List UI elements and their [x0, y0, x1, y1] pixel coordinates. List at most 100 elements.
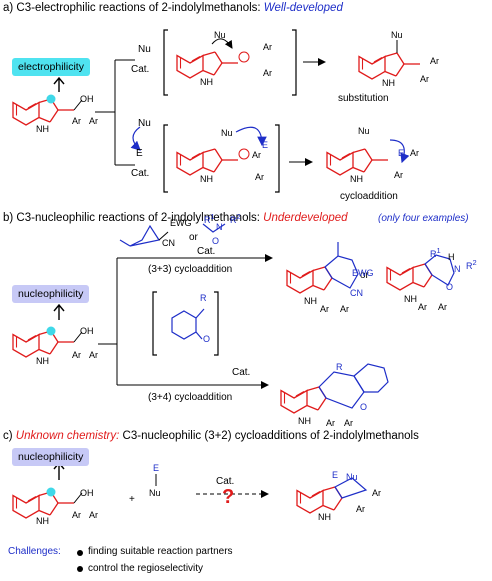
atom-ar: Ar [263, 42, 272, 52]
catalyst-label-b2: Cat. [232, 367, 251, 378]
atom-nh: NH [36, 356, 49, 366]
atom-ar: Ar [72, 116, 81, 126]
atom-ar: Ar [320, 304, 329, 314]
section-c-header: c) Unknown chemistry: C3-nucleophilic (3… [3, 430, 419, 442]
substitution-product [358, 40, 420, 80]
atom-ar: Ar [89, 116, 98, 126]
reaction-3plus3-label: (3+3) cycloaddition [148, 264, 233, 275]
challenge-item-2: control the regioselectivity [88, 563, 204, 574]
substitution-caption: substitution [338, 93, 389, 104]
atom-nu: Nu [358, 126, 370, 136]
atom-nh: NH [350, 174, 363, 184]
cycloaddition-caption: cycloaddition [340, 191, 398, 202]
atom-ar: Ar [438, 302, 447, 312]
atom-ar: Ar [89, 350, 98, 360]
or-label-1: or [189, 232, 198, 243]
reagent-nu: Nu [149, 488, 161, 498]
catalyst-label-b1: Cat. [197, 246, 216, 257]
atom-nh: NH [36, 516, 49, 526]
atom-r2: R2 [230, 212, 241, 225]
section-a [12, 29, 420, 193]
product-3plus4 [280, 363, 389, 414]
atom-e: E [398, 148, 405, 158]
atom-r2: R2 [466, 258, 477, 271]
bullet-1 [77, 550, 83, 556]
atom-ar: Ar [340, 304, 349, 314]
vinyl-cyclopropane [119, 224, 169, 247]
atom-r: R [200, 293, 207, 303]
catalyst-label-top: Cat. [131, 64, 150, 75]
reagent-nu-bottom: Nu [138, 118, 151, 129]
atom-n: N [454, 264, 461, 274]
c3-highlight-dot [46, 94, 56, 104]
section-b-header: b) C3-nucleophilic reactions of 2-indoly… [3, 212, 348, 224]
carbocation-intermediate-top [176, 51, 250, 79]
atom-ar: Ar [410, 148, 419, 158]
nitrone [202, 223, 226, 233]
nucleophilicity-badge-b: nucleophilicity [12, 285, 90, 303]
atom-oh: OH [80, 326, 94, 336]
indolylmethanol-a [12, 94, 83, 126]
section-a-label: a) C3-electrophilic reactions of 2-indol… [3, 2, 261, 14]
atom-n: N [216, 222, 223, 232]
electrophilicity-badge: electrophilicity [12, 58, 90, 76]
section-c-label: C3-nucleophilic (3+2) cycloadditions of … [122, 430, 419, 442]
atom-nh: NH [382, 78, 395, 88]
atom-ar: Ar [326, 418, 335, 428]
atom-oh: OH [80, 488, 94, 498]
atom-e: E [332, 470, 339, 480]
atom-nu: Nu [346, 472, 358, 482]
catalyst-label-bottom: Cat. [131, 168, 150, 179]
section-b-label: b) C3-nucleophilic reactions of 2-indoly… [3, 212, 260, 224]
section-c-emphasis: Unknown chemistry: [15, 430, 120, 442]
atom-nh: NH [318, 512, 331, 522]
atom-r1: R1 [430, 246, 441, 259]
cycloaddition-product-a [326, 139, 410, 176]
reagent-e: E [153, 463, 160, 473]
atom-nh: NH [298, 416, 311, 426]
bullet-2 [77, 566, 83, 572]
atom-nh: NH [36, 124, 49, 134]
section-c-prefix: c) [3, 430, 13, 442]
section-a-emphasis: Well-developed [263, 2, 343, 14]
atom-ar: Ar [72, 350, 81, 360]
atom-ar: Ar [89, 510, 98, 520]
atom-ar: Ar [72, 510, 81, 520]
ortho-quinone-methide [171, 308, 205, 340]
atom-ar: Ar [356, 504, 365, 514]
atom-r1: R1 [204, 212, 215, 225]
atom-nu: Nu [391, 30, 403, 40]
section-a-header: a) C3-electrophilic reactions of 2-indol… [3, 2, 343, 14]
atom-ar: Ar [430, 56, 439, 66]
atom-ewg: EWG [352, 268, 374, 278]
atom-ar: Ar [344, 418, 353, 428]
reagent-nu-top: Nu [138, 44, 151, 55]
atom-ar: Ar [255, 172, 264, 182]
or-label-2: or [360, 270, 369, 281]
catalyst-label-c: Cat. [216, 476, 235, 487]
challenges-title: Challenges: [8, 546, 61, 557]
atom-ar: Ar [418, 302, 427, 312]
atom-e: E [262, 140, 269, 150]
plus-sign: + [129, 494, 135, 505]
atom-r: R [336, 362, 343, 372]
indolylmethanol-b [12, 326, 83, 358]
atom-nh: NH [304, 296, 317, 306]
atom-ewg: EWG [170, 218, 192, 228]
section-b-note: (only four examples) [378, 213, 469, 224]
atom-nu: Nu [221, 128, 233, 138]
atom-ar: Ar [420, 74, 429, 84]
reagent-e-bottom: E [136, 148, 143, 159]
atom-ar: Ar [263, 68, 272, 78]
atom-o: O [360, 402, 368, 412]
product-3plus3 [286, 242, 359, 294]
carbocation-intermediate-bottom [176, 148, 250, 176]
nucleophilicity-badge-c: nucleophilicity [12, 448, 90, 466]
question-mark-icon: ? [222, 486, 235, 508]
indolylmethanol-c [12, 487, 83, 519]
atom-o: O [446, 282, 454, 292]
atom-cn: CN [162, 238, 175, 248]
section-c [12, 461, 368, 572]
atom-cn: CN [350, 288, 363, 298]
atom-ar: Ar [394, 170, 403, 180]
